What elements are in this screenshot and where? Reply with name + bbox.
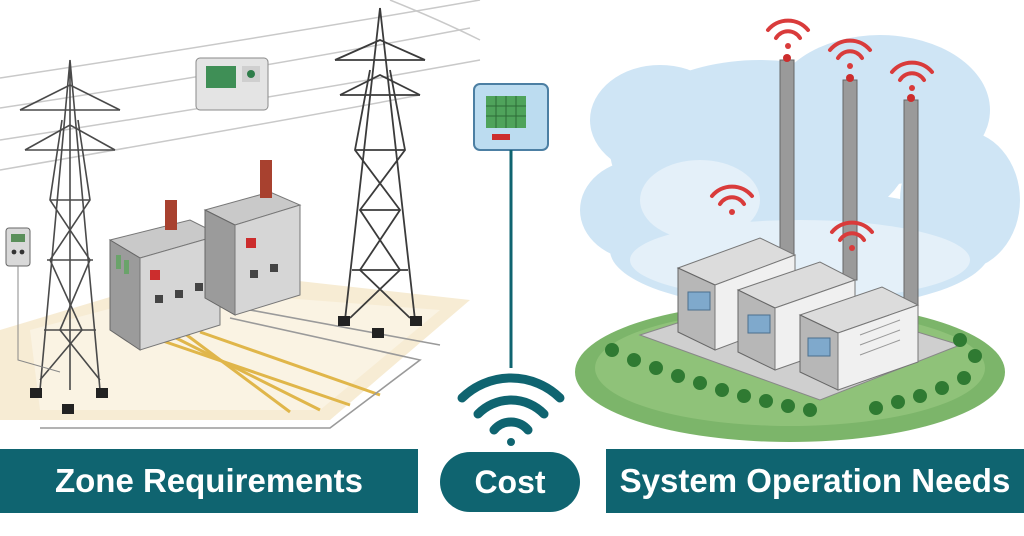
zone-requirements-label: Zone Requirements [54,462,364,499]
zone-requirements-banner: Zone Requirements [0,449,418,513]
cost-pill: Cost [440,452,580,512]
system-operation-needs-banner: System Operation Needs [606,449,1024,513]
wifi-icon [457,373,565,446]
transmission-tower-icon [334,7,426,321]
signal-icon [710,18,934,242]
meter-icon [5,227,61,373]
cost-label: Cost [474,463,546,500]
control-panel-icon [473,83,549,368]
factory-icon [638,54,962,401]
system-operation-needs-label: System Operation Needs [619,462,1011,499]
substation-icon [108,160,302,351]
tree-icon [605,333,982,417]
transmission-tower-icon [19,59,121,391]
control-panel-icon [195,57,269,111]
